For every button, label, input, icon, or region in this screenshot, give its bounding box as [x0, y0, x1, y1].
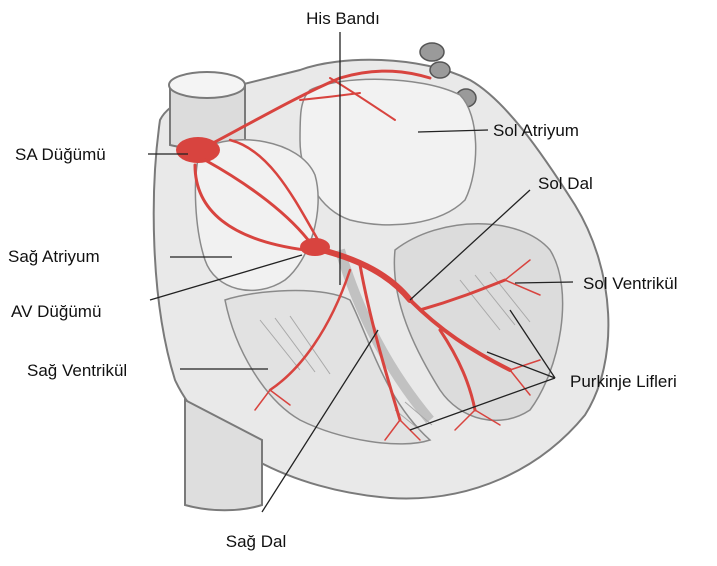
left-atrium-chamber	[300, 79, 476, 225]
label-right-ventricle: Sağ Ventrikül	[27, 361, 127, 380]
label-left-atrium: Sol Atriyum	[493, 121, 579, 140]
label-his-bundle: His Bandı	[306, 9, 380, 28]
label-sa-node: SA Düğümü	[15, 145, 106, 164]
label-right-atrium: Sağ Atriyum	[8, 247, 100, 266]
label-av-node: AV Düğümü	[11, 302, 101, 321]
label-left-ventricle: Sol Ventrikül	[583, 274, 678, 293]
vena-cava-opening	[169, 72, 245, 98]
sa-node-mark	[176, 137, 220, 163]
heart-illustration	[154, 43, 609, 510]
label-purkinje: Purkinje Lifleri	[570, 372, 677, 391]
label-right-branch: Sağ Dal	[226, 532, 286, 551]
label-left-branch: Sol Dal	[538, 174, 593, 193]
